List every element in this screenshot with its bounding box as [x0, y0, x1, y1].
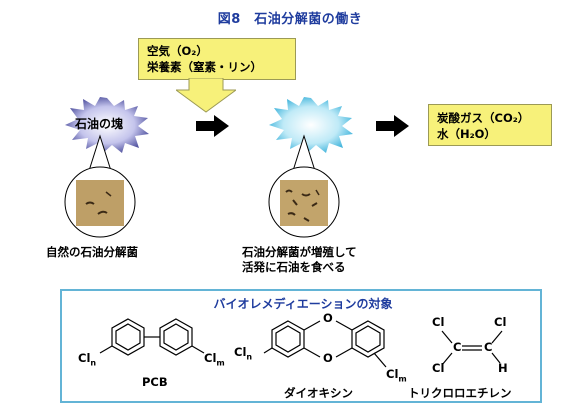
oil-lump-label: 石油の塊 — [75, 117, 124, 131]
tce-cl-1: Cl — [432, 315, 445, 329]
caption-natural-bacteria: 自然の石油分解菌 — [46, 245, 138, 259]
caption-proliferation-line2: 活発に石油を食べる — [242, 260, 346, 274]
dioxin-structure — [263, 320, 387, 368]
pcb-cl-m-label: Clm — [204, 351, 225, 368]
pcb-structure — [99, 318, 205, 356]
down-arrow-icon — [176, 78, 236, 113]
magnifier-proliferating-bacteria — [268, 134, 340, 238]
input-nutrients-box: 空気（O₂） 栄養素（窒素・リン） — [138, 38, 296, 80]
pcb-cl-n-label: Cln — [78, 351, 97, 368]
tce-structure — [441, 330, 503, 366]
bacterium-mark — [85, 201, 95, 205]
tce-h: H — [498, 361, 508, 375]
panel-title: バイオレメディエーションの対象 — [213, 297, 393, 311]
input-nutrients-label: 栄養素（窒素・リン） — [147, 60, 262, 74]
oil-lump-starburst — [65, 97, 149, 153]
output-water-label: 水（H₂O） — [437, 127, 496, 141]
dioxin-o-bottom: O — [323, 351, 333, 365]
dioxin-cl-m-label: Clm — [386, 367, 407, 384]
activated-bacteria-starburst — [269, 97, 353, 153]
tce-name: トリクロロエチレン — [408, 386, 512, 400]
tce-cl-2: Cl — [494, 315, 507, 329]
dioxin-o-top: O — [323, 311, 333, 325]
tce-cl-3: Cl — [432, 361, 445, 375]
figure-title: 図8 石油分解菌の働き — [217, 12, 363, 27]
bioremediation-targets-panel: バイオレメディエーションの対象 Cln Clm PCB O O — [60, 289, 542, 403]
output-co2-label: 炭酸ガス（CO₂） — [437, 111, 530, 125]
dioxin-name: ダイオキシン — [284, 386, 353, 400]
input-air-label: 空気（O₂） — [147, 44, 208, 58]
pcb-name: PCB — [142, 375, 168, 389]
tce-c-2: C — [484, 340, 493, 354]
magnifier-natural-bacteria — [64, 134, 136, 238]
dioxin-cl-n-label: Cln — [234, 345, 253, 362]
arrow-right-icon-2 — [376, 115, 409, 137]
arrow-right-icon-1 — [196, 115, 229, 137]
tce-c-1: C — [453, 340, 462, 354]
output-products-box: 炭酸ガス（CO₂） 水（H₂O） — [428, 104, 552, 146]
caption-proliferation-line1: 石油分解菌が増殖して — [242, 245, 357, 259]
